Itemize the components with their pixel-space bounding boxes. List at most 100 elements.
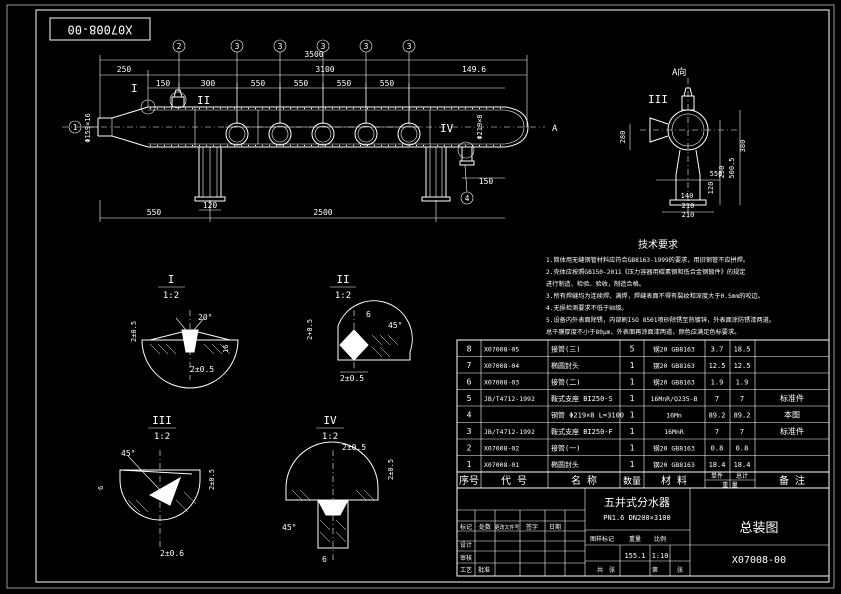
bom-row-2-qty: 1 [630, 443, 635, 452]
bom-row-8-total: 18.5 [734, 345, 751, 353]
bom-row-3-name: 鞍式支座 BI250-F [551, 427, 613, 436]
dim-550-c: 550 [337, 79, 352, 88]
saddle-right [421, 146, 451, 202]
scale-value: 1:10 [652, 552, 669, 560]
bom-row-1-no: 1 [467, 460, 472, 469]
tech-line-5: 4.无损检测要求不低于ⅡⅡ级。 [546, 304, 628, 312]
bom-row-5-note: 标准件 [780, 393, 804, 403]
bom-row-7-single: 12.5 [709, 362, 726, 370]
bom-row-7-no: 7 [467, 361, 472, 370]
dim-250: 250 [117, 65, 132, 74]
roman-IV-main: IV [440, 122, 454, 135]
bom-row-6-single: 1.9 [711, 378, 724, 386]
dim-phi159: Φ159×16 [84, 113, 92, 143]
detail-III-dim-b: 2±0.5 [208, 469, 216, 490]
main-view [62, 52, 545, 222]
bom-row-6-code: X07008-03 [484, 378, 519, 386]
balloon-1: 1 [73, 123, 78, 132]
tb-label-approve: 批准 [478, 566, 490, 574]
tech-line-1: 1.筒体用无缝钢管材料应符合GB8163-1999的要求，用旧钢管不应拼焊。 [546, 256, 749, 264]
bom-row-7-qty: 1 [630, 361, 635, 370]
detail-IV [285, 427, 379, 560]
bom-row-4-no: 4 [467, 410, 472, 419]
a-view-dim-140: 140 [681, 192, 694, 200]
bom-row-8-qty: 5 [630, 344, 635, 353]
bom-row-2-total: 0.8 [736, 444, 749, 452]
bom-row-3-single: 7 [715, 428, 719, 436]
title-block [456, 487, 830, 577]
dim-bottom-120: 120 [203, 201, 218, 210]
tech-line-6: 5.设备内外表面除锈，内部刷ISO 8501喷砂除锈至热镀锌，外表面涂防锈漆两道… [546, 316, 775, 324]
bom-row-2-code: X07008-02 [484, 444, 519, 452]
technical-requirements: 技术要求 1.筒体用无缝钢管材料应符合GB8163-1999的要求，用旧钢管不应… [546, 238, 775, 336]
bom-header: 序号 代 号 名 称 数量 材 料 单件 总计 重 量 备 注 [459, 472, 805, 489]
outer-frame [6, 4, 835, 589]
detail-III [119, 427, 201, 550]
bom-row-1-material: 钢20 GB8163 [653, 461, 695, 469]
detail-III-dim-a: 6 [97, 486, 105, 490]
drain-nozzle [459, 146, 475, 166]
balloon-2: 2 [177, 42, 182, 51]
detail-I-scale: 1:2 [163, 291, 179, 301]
bom-row-6-no: 6 [467, 377, 472, 386]
bom-header-total: 总计 [736, 472, 748, 480]
a-view-dim-550: 550 [710, 170, 723, 178]
tech-title: 技术要求 [638, 238, 678, 251]
bom-header-code: 代 号 [501, 475, 527, 487]
a-view-dim-250: 250 [718, 166, 726, 179]
dim-phi219: Φ219×8 [476, 114, 484, 139]
right-head [504, 106, 529, 148]
bom-row-8-material: 钢20 GB8163 [653, 345, 695, 353]
detail-I-dim-a: 2±0.5 [190, 365, 214, 374]
tb-label-count: 处数 [479, 523, 491, 531]
a-view-text: A向 III 140 210 210 120 250 500.5 380 280… [619, 66, 747, 219]
bom-row-4-material: 16Mn [666, 411, 682, 419]
inner-frame [35, 9, 830, 583]
a-view-dim-380: 380 [739, 140, 747, 153]
roman-I-main: I [131, 82, 138, 95]
bom-header-qty: 数量 [623, 475, 641, 487]
detail-III-angle: 45° [121, 449, 135, 458]
dim-3500: 3500 [304, 50, 323, 59]
a-view-dim-500: 500.5 [728, 157, 736, 178]
tech-line-4: 3.所有焊缝均为连续焊、满焊，焊缝表面不得有裂纹和深度大于0.5mm的咬边。 [546, 292, 764, 300]
detail-IV-scale: 1:2 [322, 432, 338, 442]
dim-550-b: 550 [294, 79, 309, 88]
bom-header-note: 备 注 [779, 474, 805, 487]
detail-II-dim-b: 2±0.5 [340, 374, 364, 383]
detail-III-text: III 1:2 45° 6 2±0.5 2±0.6 [97, 414, 216, 558]
bom-row-8-name: 接管(三) [551, 344, 580, 353]
balloon-3d: 3 [364, 42, 369, 51]
bom-header-name: 名 称 [571, 474, 597, 487]
tb-label-weight: 重量 [629, 535, 641, 543]
dim-150: 150 [156, 79, 171, 88]
vent-nozzle [171, 89, 185, 108]
bom-row-8-single: 3.7 [711, 345, 724, 353]
bom-row-7-name: 椭圆封头 [551, 361, 579, 370]
detail-II-angle: 45° [388, 321, 402, 330]
tb-label-review: 审核 [460, 554, 472, 562]
bom-row-7-material: 钢20 GB8163 [653, 362, 695, 370]
main-view-dimensions: 3500 3100 149.6 250 150 300 550 550 550 … [84, 50, 558, 217]
weight-value: 155.1 [624, 552, 645, 560]
balloon-3a: 3 [235, 42, 240, 51]
tb-label-scale: 比例 [654, 535, 666, 543]
detail-I-roman: I [168, 273, 175, 286]
detail-II-roman: II [336, 273, 349, 286]
bom-row-4-total: 89.2 [734, 411, 751, 419]
bom-row-1-name: 椭圆封头 [551, 460, 579, 469]
balloon-4: 4 [465, 194, 470, 203]
bom-row-3-total: 7 [740, 428, 744, 436]
a-view-dim-210b: 210 [682, 211, 695, 219]
tb-label-sheets-a: 张 [609, 566, 615, 574]
outlet-nozzles [225, 122, 421, 146]
left-reducer-top [98, 106, 149, 119]
bom-row-5-code: JB/T4712-1992 [484, 395, 535, 403]
detail-IV-text: IV 1:2 2±0.5 2±0.5 45° 6 [282, 414, 395, 564]
detail-III-scale: 1:2 [154, 432, 170, 442]
bom-row-8-code: X07008-05 [484, 345, 519, 353]
bom-row-8-no: 8 [467, 344, 472, 353]
a-view-title: A向 [672, 66, 686, 78]
